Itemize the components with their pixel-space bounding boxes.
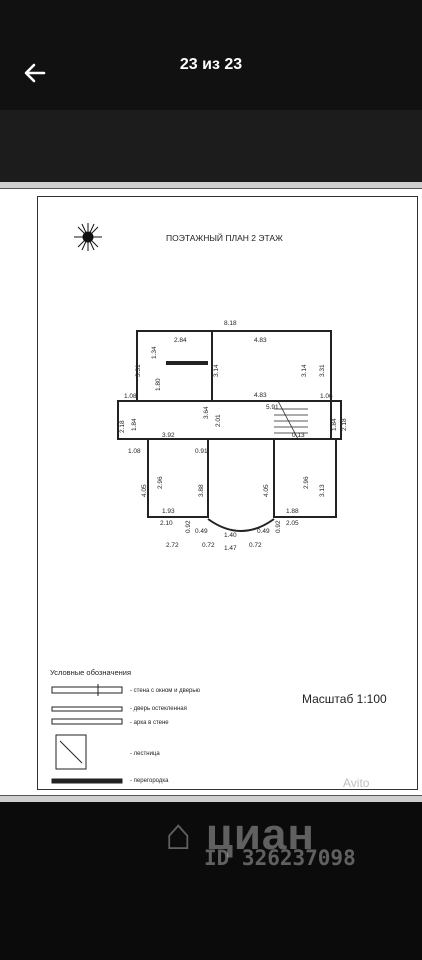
dim-c-2-01: 2.01 xyxy=(215,414,222,427)
dim-right-1-84: 1.84 xyxy=(331,418,338,431)
legend-title: Условные обозначения xyxy=(50,668,131,677)
floor-plan-photo[interactable]: ПОЭТАЖНЫЙ ПЛАН 2 ЭТАЖ 8.18 xyxy=(0,182,422,802)
dim-left-1-08: 1.08 xyxy=(124,393,137,400)
dim-a-3-14: 3.14 xyxy=(213,364,220,377)
photo-edge-top xyxy=(0,182,422,189)
dim-a-inner: 1.34 xyxy=(151,346,158,359)
dim-room-a-width: 2.84 xyxy=(174,337,187,344)
dim-right-1-06: 1.06 xyxy=(320,393,333,400)
bottom-area xyxy=(0,802,422,960)
dim-bl-0-49: 0.49 xyxy=(195,528,208,535)
cian-home-icon: ⌂ xyxy=(165,810,193,859)
dim-bl-0-72: 0.72 xyxy=(202,542,215,549)
photo-edge-bottom xyxy=(0,795,422,802)
dim-a-height: 3.31 xyxy=(135,364,142,377)
dim-bl-2-72: 2.72 xyxy=(166,542,179,549)
dim-bl-0-91: 0.91 xyxy=(195,448,208,455)
legend-symbols xyxy=(51,684,123,784)
dim-bl-1-93: 1.93 xyxy=(162,508,175,515)
cian-watermark: ⌂ циан xyxy=(165,810,315,860)
dim-bl-3-88: 3.88 xyxy=(198,484,205,497)
dim-b-3-14: 3.14 xyxy=(301,364,308,377)
plan-walls xyxy=(117,330,342,532)
dim-br-2-96: 2.96 xyxy=(303,476,310,489)
legend-item-arch: - арка в стене xyxy=(130,720,169,726)
dim-bl-0-92: 0.92 xyxy=(185,520,192,533)
cian-brand: циан xyxy=(205,810,315,859)
partition-mark xyxy=(166,361,208,365)
legend-item-wall: - стена с окном и дверью xyxy=(130,688,201,694)
photo-counter: 23 из 23 xyxy=(179,56,243,73)
plan-sheet: ПОЭТАЖНЫЙ ПЛАН 2 ЭТАЖ 8.18 xyxy=(37,196,418,790)
legend-item-glass-door: - дверь остекленная xyxy=(130,706,187,712)
floor-plan-drawing: ПОЭТАЖНЫЙ ПЛАН 2 ЭТАЖ 8.18 xyxy=(50,223,387,784)
header-spacer xyxy=(0,110,422,182)
compass-icon xyxy=(74,223,102,251)
legend-item-stairs: - лестница xyxy=(130,751,160,757)
stairs-icon xyxy=(274,400,308,440)
dim-right-2-18: 2.18 xyxy=(341,418,348,431)
dim-bl-2-96: 2.96 xyxy=(157,476,164,489)
dim-bl-2-10: 2.10 xyxy=(160,520,173,527)
plan-title: ПОЭТАЖНЫЙ ПЛАН 2 ЭТАЖ xyxy=(166,232,283,243)
dim-br-0-92: 0.92 xyxy=(275,520,282,533)
avito-watermark: Avito xyxy=(343,776,370,790)
dim-br-0-72: 0.72 xyxy=(249,542,262,549)
dim-br-1-88: 1.88 xyxy=(286,508,299,515)
dim-br-4-05: 4.05 xyxy=(263,484,270,497)
top-bar: 23 из 23 xyxy=(0,0,422,110)
arrow-left-icon[interactable] xyxy=(22,60,48,86)
dim-room-b-width: 4.83 xyxy=(254,337,267,344)
dim-mid-3-92: 3.92 xyxy=(162,432,175,439)
dim-bl-1-08: 1.08 xyxy=(128,448,141,455)
dim-c-3-64: 3.64 xyxy=(203,406,210,419)
plan-scale: Масштаб 1:100 xyxy=(302,692,387,706)
dim-br-0-49: 0.49 xyxy=(257,528,270,535)
dim-br-2-05: 2.05 xyxy=(286,520,299,527)
dim-b-3-31: 3.31 xyxy=(319,364,326,377)
dim-left-1-84: 1.84 xyxy=(131,418,138,431)
dim-left-2-18: 2.18 xyxy=(119,420,126,433)
dim-stairs-5-91: 5.91 xyxy=(266,404,279,411)
dim-c-1-47: 1.47 xyxy=(224,545,237,552)
dim-top-total: 8.18 xyxy=(224,320,237,327)
dim-a-1-80: 1.80 xyxy=(155,378,162,391)
dim-bl-4-05: 4.05 xyxy=(141,484,148,497)
dim-stairs-0-13: 0.13 xyxy=(292,432,305,439)
dim-br-3-13: 3.13 xyxy=(319,484,326,497)
dim-c-1-40: 1.40 xyxy=(224,532,237,539)
dim-hall-width: 4.83 xyxy=(254,392,267,399)
listing-id: ID 326237098 xyxy=(204,846,356,870)
legend-item-partition: - перегородка xyxy=(130,778,169,784)
